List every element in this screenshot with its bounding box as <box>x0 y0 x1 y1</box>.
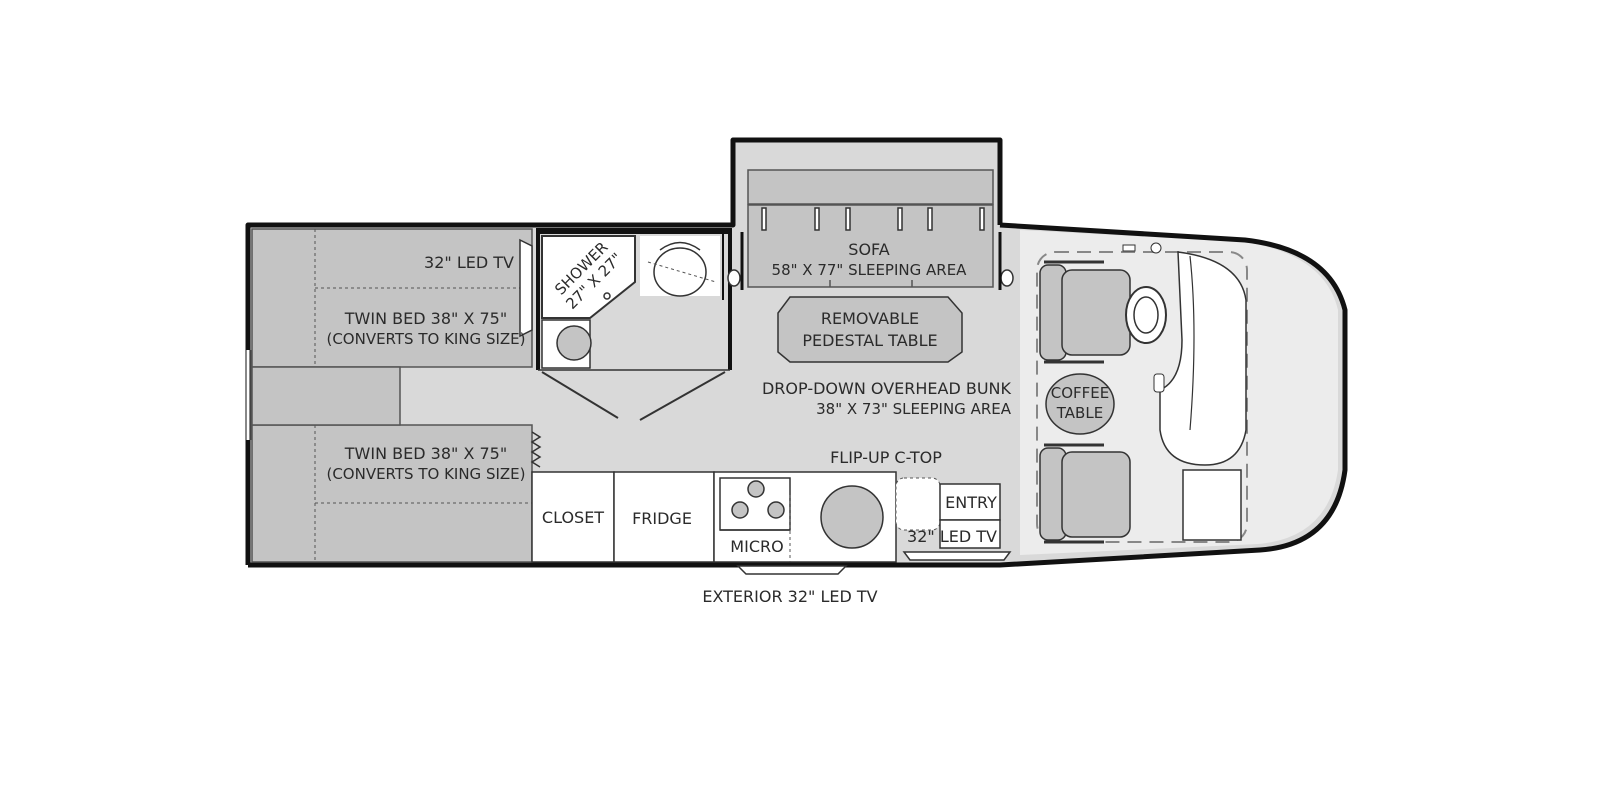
bedroom-tv-label: 32" LED TV <box>424 253 514 272</box>
twin-bed-bottom <box>251 424 533 563</box>
bunk-note: 38" X 73" SLEEPING AREA <box>816 400 1012 418</box>
sofa-note: 58" X 77" SLEEPING AREA <box>772 261 968 279</box>
sofa-hinges <box>761 207 985 231</box>
galley-sink-icon <box>820 485 884 549</box>
bunk-label: DROP-DOWN OVERHEAD BUNK <box>762 379 1012 398</box>
table-label-2: PEDESTAL TABLE <box>802 331 937 350</box>
exterior-tv-label: EXTERIOR 32" LED TV <box>702 587 877 606</box>
toilet-tank-icon <box>659 241 701 251</box>
fridge-box <box>613 471 715 563</box>
sofa-back <box>747 169 994 205</box>
cab-step <box>1182 469 1242 541</box>
bed-connector <box>251 366 401 426</box>
bath-door-right <box>639 371 726 421</box>
flip-up-label: FLIP-UP C-TOP <box>830 448 942 467</box>
fridge-label: FRIDGE <box>632 509 692 528</box>
twin-bed-top-note: (CONVERTS TO KING SIZE) <box>326 330 525 348</box>
dash-knob-icon <box>1150 242 1162 254</box>
front-tv-label: 32" LED TV <box>907 527 997 546</box>
steering-wheel-hub <box>1133 296 1159 334</box>
bedroom-tv-icon <box>519 238 533 338</box>
wall-knob-right <box>1000 269 1014 287</box>
flip-up-c-top <box>895 477 941 531</box>
sink-bowl-icon <box>556 325 592 361</box>
bath-door-left <box>541 371 619 419</box>
toilet-icon <box>653 247 707 297</box>
coffee-table-label-2: TABLE <box>1056 404 1103 422</box>
twin-bed-bottom-note: (CONVERTS TO KING SIZE) <box>326 465 525 483</box>
front-tv-icon <box>902 551 1012 561</box>
micro-label: MICRO <box>730 537 783 556</box>
sofa-label: SOFA <box>848 240 889 259</box>
hinge-icon <box>530 431 542 468</box>
shower-stall <box>541 235 636 319</box>
table-label-1: REMOVABLE <box>821 309 919 328</box>
twin-bed-top-label: TWIN BED 38" X 75" <box>344 309 507 328</box>
coffee-table-label-1: COFFEE <box>1051 384 1110 402</box>
dashboard <box>1159 251 1247 466</box>
closet-label: CLOSET <box>542 508 604 527</box>
sofa-seat <box>747 204 994 288</box>
pedestal-table <box>777 296 963 363</box>
dash-gauge-icon <box>1122 244 1136 252</box>
driver-seat <box>1061 269 1131 356</box>
steering-wheel-icon <box>1125 286 1167 344</box>
exterior-walls <box>245 137 1348 568</box>
dashboard-inner <box>1189 255 1195 431</box>
twin-bed-bottom-label: TWIN BED 38" X 75" <box>344 444 507 463</box>
exterior-tv-icon <box>736 565 848 575</box>
shower-drain-icon <box>603 292 611 300</box>
burner-icons <box>731 480 785 519</box>
coffee-table <box>1045 373 1115 435</box>
gear-shift-icon <box>1153 373 1165 393</box>
wall-knob-left <box>727 269 741 287</box>
closet-box <box>531 471 615 563</box>
bath-wall <box>538 228 730 234</box>
passenger-seat <box>1061 451 1131 538</box>
entry-label: ENTRY <box>945 493 997 512</box>
entry-step-2 <box>939 519 1001 549</box>
